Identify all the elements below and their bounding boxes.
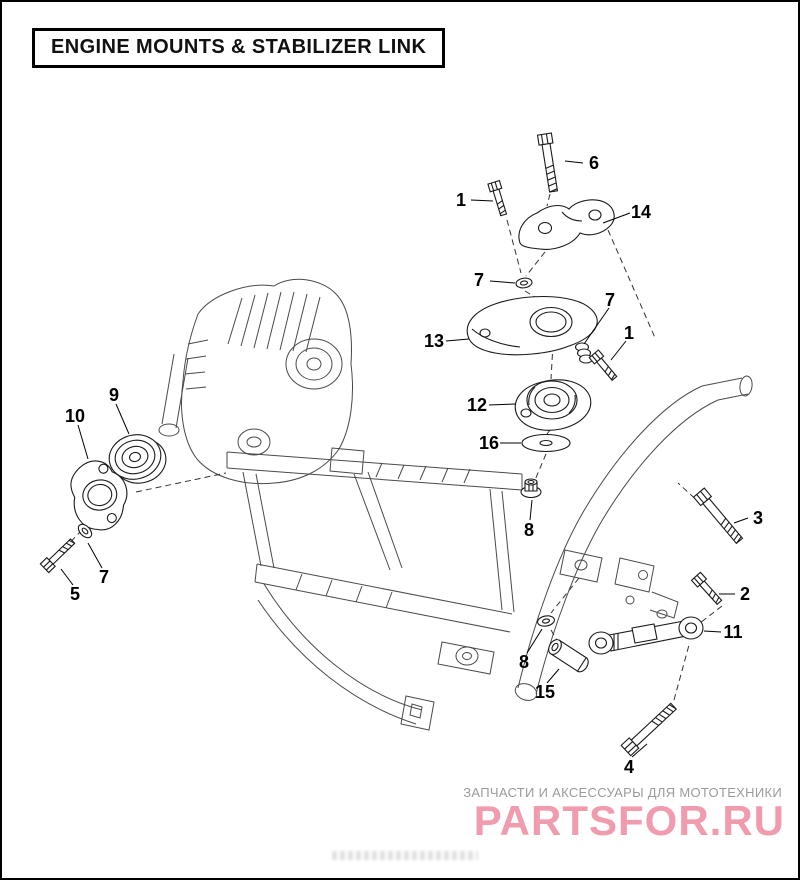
- part-stabilizer-link-11: [588, 616, 704, 655]
- part-spacer-15: [548, 639, 589, 673]
- leader-lines: [60, 160, 749, 758]
- part-bolt-3: [692, 487, 744, 545]
- part-bracket-14: [518, 199, 615, 250]
- part-isolator-mount-12: [514, 379, 592, 431]
- part-bolt-6: [536, 132, 559, 193]
- parts: [39, 132, 744, 757]
- part-flange-10: [70, 460, 128, 531]
- page-title: ENGINE MOUNTS & STABILIZER LINK: [32, 28, 446, 68]
- part-bolt-5: [39, 538, 76, 574]
- part-washer-16: [521, 433, 571, 453]
- part-washer-8-lower: [537, 615, 555, 627]
- footer-faint-text: [332, 851, 478, 860]
- part-bolt-2: [690, 571, 723, 606]
- part-isolator-9: [108, 434, 167, 484]
- part-bolt-4: [620, 702, 677, 757]
- frame-drawing: [158, 278, 753, 731]
- part-mount-plate-13: [466, 296, 598, 356]
- assembly-axis-lines: [63, 193, 723, 701]
- part-screw-1-top: [487, 179, 508, 217]
- part-nut-8-upper: [520, 478, 542, 499]
- part-washer-7-right: [574, 342, 594, 364]
- part-washer-7-top: [515, 277, 533, 289]
- watermark-tagline: ЗАПЧАСТИ И АКСЕССУАРЫ ДЛЯ МОТОТЕХНИКИ: [463, 785, 782, 800]
- part-washer-7-left: [77, 523, 93, 539]
- watermark-logo: PARTSFOR.RU: [473, 797, 785, 844]
- part-screw-1-right: [588, 349, 618, 382]
